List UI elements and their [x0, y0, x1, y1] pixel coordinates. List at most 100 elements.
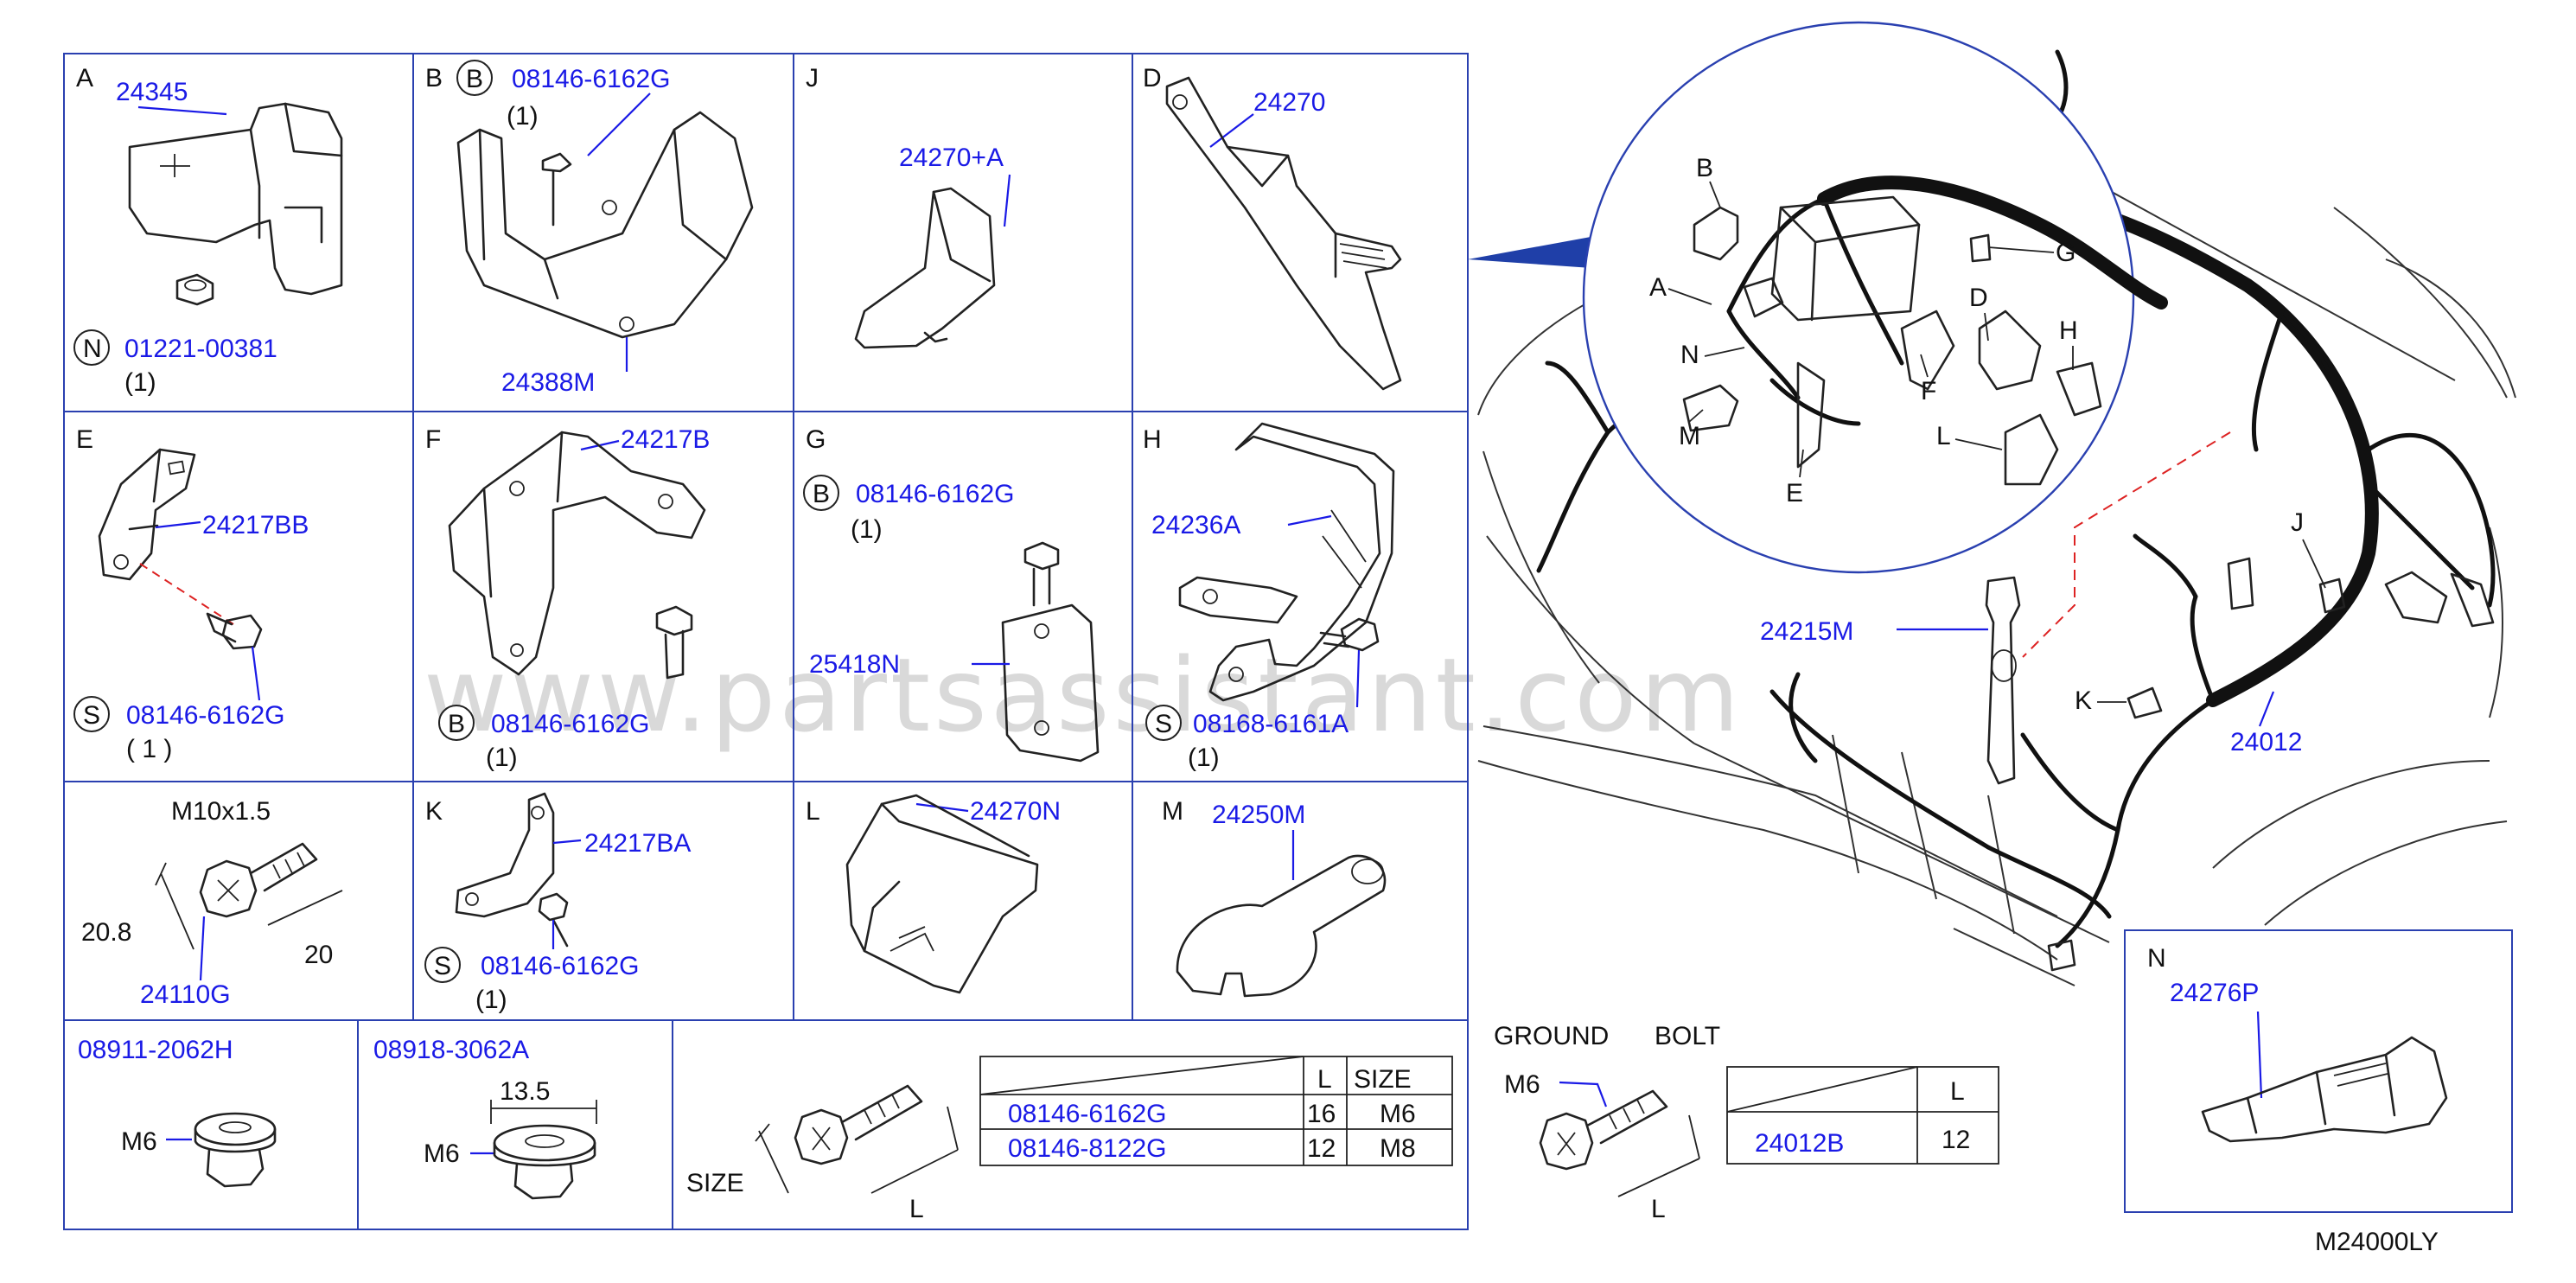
part-number-24236A[interactable]: 24236A	[1151, 511, 1240, 539]
part-number-25418N[interactable]: 25418N	[809, 650, 900, 679]
ground-bolt-size: M6	[1504, 1070, 1540, 1099]
cell-letter-e: E	[76, 425, 93, 454]
table-row-part[interactable]: 08146-6162G	[1008, 1100, 1167, 1128]
callout-g: G	[2056, 239, 2075, 267]
part-number-24217B[interactable]: 24217B	[621, 425, 710, 454]
part-number-08168-6161A[interactable]: 08168-6161A	[1193, 710, 1349, 738]
bracket-24388m-drawing	[456, 111, 754, 339]
part-number-24388M[interactable]: 24388M	[501, 368, 595, 397]
bolt-symbol-circle-g	[803, 475, 839, 511]
detail-harness	[1682, 176, 2168, 486]
part-number-24250M[interactable]: 24250M	[1212, 801, 1305, 829]
part-number-08146-6162G-k[interactable]: 08146-6162G	[481, 952, 640, 980]
bolt-spec-table: L SIZE 08146-6162G 16 M6 08146-8122G 12 …	[979, 1056, 1453, 1166]
bolt-symbol-circle	[456, 60, 493, 96]
bolt-quantity: (1)	[507, 102, 539, 131]
callout-m: M	[1679, 422, 1700, 450]
ground-bolt-section: GROUND BOLT M6 L L 24012B 12	[1494, 1022, 1999, 1223]
cell-bolt-24110g: M10x1.5 20.8 20 24110G	[81, 797, 343, 1009]
ground-bolt-drawing	[1539, 1089, 1668, 1171]
bolt-symbol-circle-e	[73, 696, 110, 732]
bolt-quantity-h: (1)	[1188, 744, 1220, 772]
bolt-drawing-e	[206, 612, 263, 650]
detail-pointer	[1468, 233, 1616, 270]
cell-f: F 24217B B 08146-6162G (1)	[425, 425, 710, 772]
bracket-24217b-drawing	[448, 431, 706, 676]
clip-24217bb-drawing	[98, 448, 196, 581]
callout-e: E	[1786, 479, 1803, 507]
bolt-symbol-circle-f	[438, 705, 475, 741]
callout-h: H	[2059, 316, 2078, 345]
table-row-l: 16	[1307, 1100, 1336, 1128]
detail-circle	[1582, 21, 2135, 574]
part-number-24345[interactable]: 24345	[116, 78, 188, 106]
cell-letter-j: J	[806, 64, 819, 93]
ground-table-row-l: 12	[1942, 1126, 1970, 1154]
part-number-08146-6162G-e[interactable]: 08146-6162G	[126, 701, 285, 730]
callout-l: L	[1936, 422, 1951, 450]
bolt-symbol-s-k: S	[434, 952, 451, 980]
part-number-24270[interactable]: 24270	[1253, 88, 1325, 117]
part-number-08918-3062A[interactable]: 08918-3062A	[373, 1036, 529, 1064]
bolt-24110g-drawing	[199, 842, 318, 918]
cell-e: E 24217BB S 08146-6162G ( 1 )	[73, 425, 309, 763]
nut-quantity: (1)	[124, 368, 156, 397]
bracket-24236a-drawing	[1178, 422, 1395, 702]
bolt-drawing-k	[538, 892, 569, 948]
cell-letter-b: B	[425, 64, 443, 93]
bolt-dim-label: 20	[304, 941, 333, 969]
nut-08918-drawing	[493, 1124, 596, 1200]
part-number-08146-6162G[interactable]: 08146-6162G	[512, 65, 671, 93]
table-row-part[interactable]: 08146-8122G	[1008, 1134, 1167, 1163]
cell-letter-a: A	[76, 64, 93, 93]
bolt-length-label-table: L	[909, 1195, 924, 1223]
bracket-24270a-drawing	[854, 187, 996, 349]
bracket-24276p-drawing	[2201, 1036, 2448, 1143]
cell-letter-h: H	[1143, 425, 1162, 454]
inset-n: N 24276P	[2124, 929, 2513, 1213]
cell-letter-k: K	[425, 797, 443, 826]
detail-callouts: B G A D N H F M L E	[1649, 154, 2078, 507]
table-header-size: SIZE	[1354, 1065, 1412, 1094]
bolt-length-label: 20.8	[81, 918, 131, 947]
part-number-24270-plus-a[interactable]: 24270+A	[899, 144, 1004, 172]
bolt-symbol-circle-h	[1145, 705, 1182, 741]
bracket-24217ba-drawing	[455, 792, 555, 918]
nut-symbol-circle	[73, 329, 110, 366]
part-number-24215M[interactable]: 24215M	[1760, 617, 1853, 646]
cell-h: H 24236A S 08168-6161A (1)	[1143, 422, 1395, 772]
bolt-quantity-k: (1)	[475, 986, 507, 1014]
part-number-24217BB[interactable]: 24217BB	[202, 511, 309, 539]
ground-bolt-title-right: BOLT	[1655, 1022, 1720, 1050]
part-number-24217BA[interactable]: 24217BA	[584, 829, 691, 858]
cell-letter-l: L	[806, 797, 820, 826]
part-number-08146-6162G-f[interactable]: 08146-6162G	[491, 710, 650, 738]
bolt-symbol-circle-k	[424, 947, 461, 983]
callout-d: D	[1969, 284, 1988, 312]
part-number-24276P[interactable]: 24276P	[2170, 979, 2259, 1007]
cell-letter-f: F	[425, 425, 441, 454]
parts-grid	[63, 53, 1469, 1230]
nut-size-label-2: M6	[424, 1139, 460, 1168]
callout-j: J	[2291, 508, 2304, 537]
cell-letter-m: M	[1162, 797, 1183, 826]
table-row-size: M8	[1380, 1134, 1416, 1163]
part-number-24270N[interactable]: 24270N	[970, 797, 1061, 826]
bolt-symbol-s-h: S	[1155, 710, 1172, 738]
part-number-01221-00381[interactable]: 01221-00381	[124, 335, 277, 363]
bolt-symbol-b-g: B	[813, 480, 830, 508]
cell-j: J 24270+A	[806, 64, 1011, 349]
nut-size-label-1: M6	[121, 1127, 157, 1156]
callout-a: A	[1649, 273, 1667, 302]
cell-d: D 24270	[1143, 64, 1402, 391]
bolt-quantity-e: ( 1 )	[126, 735, 172, 763]
part-number-08911-2062H[interactable]: 08911-2062H	[78, 1036, 233, 1064]
nut-symbol-n: N	[83, 335, 102, 363]
diagram-code: M24000LY	[2315, 1228, 2439, 1256]
part-number-24012B[interactable]: 24012B	[1755, 1129, 1844, 1158]
ground-bolt-table: L 24012B 12	[1726, 1066, 1999, 1165]
part-number-24012[interactable]: 24012	[2230, 728, 2302, 756]
part-number-08146-6162G-g[interactable]: 08146-6162G	[856, 480, 1015, 508]
ground-bolt-title-left: GROUND	[1494, 1022, 1609, 1050]
part-number-24110G[interactable]: 24110G	[140, 980, 231, 1009]
